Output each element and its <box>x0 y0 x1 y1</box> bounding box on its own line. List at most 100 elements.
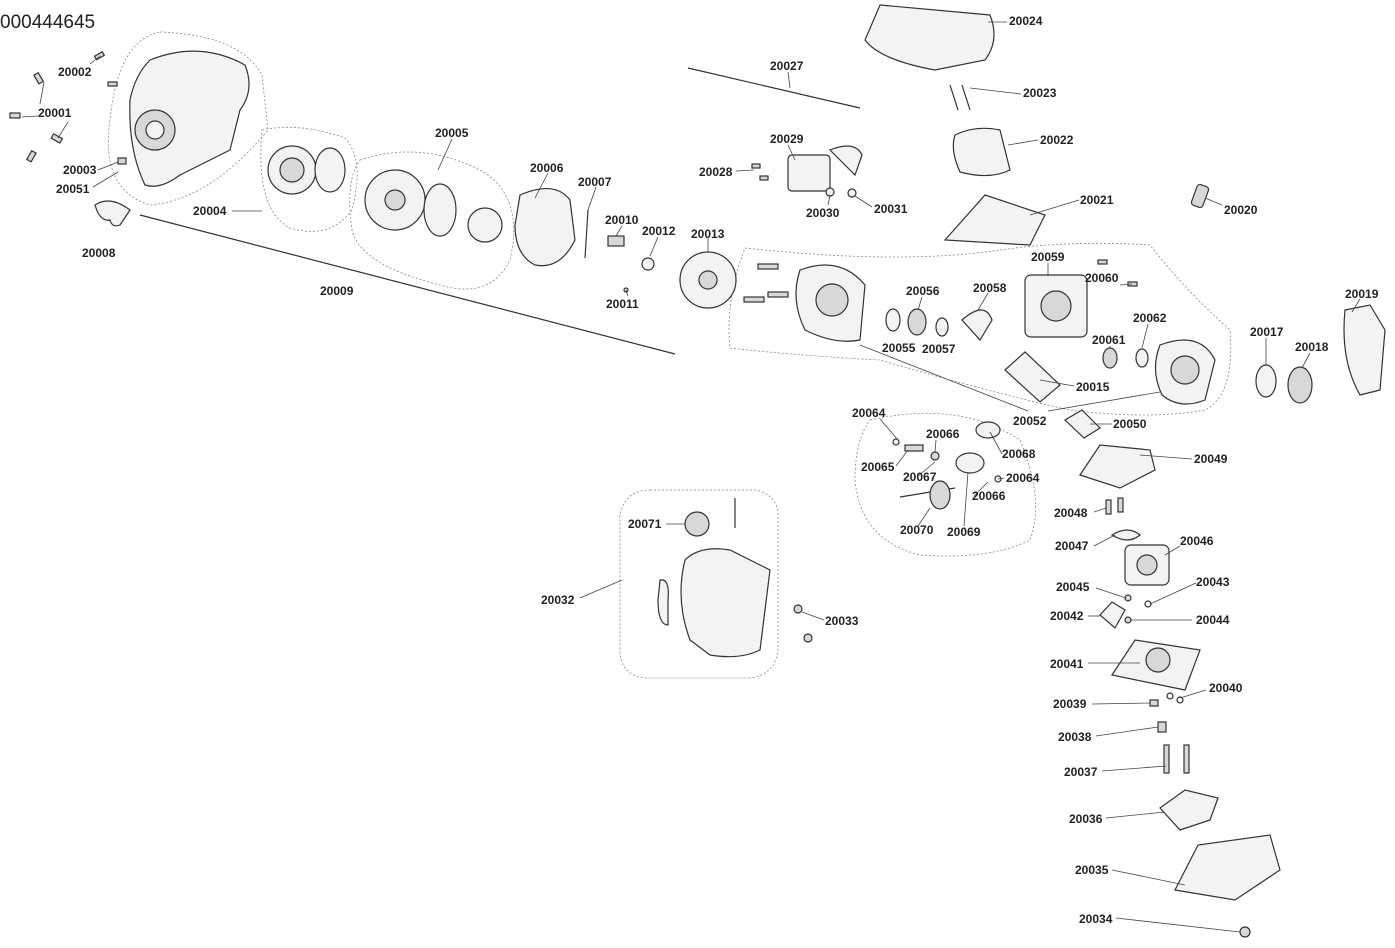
fan-cover-20006-shape <box>514 188 576 267</box>
label-20024: 20024 <box>1009 14 1043 28</box>
bearing-20061-shape <box>1102 347 1118 369</box>
carburetor-20046-shape <box>1124 544 1170 586</box>
label-20044: 20044 <box>1196 613 1230 627</box>
part-labels: 20001 20002 20003 20004 20005 20006 2000… <box>38 14 1379 926</box>
label-20027: 20027 <box>770 59 804 73</box>
label-20008: 20008 <box>82 246 116 260</box>
label-20070: 20070 <box>900 523 934 537</box>
cylinder-20059-shape <box>1024 274 1088 338</box>
label-20066-bottom: 20066 <box>972 489 1006 503</box>
label-20001: 20001 <box>38 106 72 120</box>
label-20019: 20019 <box>1345 287 1379 301</box>
gasket-20050-shape <box>1064 409 1101 439</box>
label-20037: 20037 <box>1064 765 1098 779</box>
label-20003: 20003 <box>63 163 97 177</box>
pulley-20005-shape <box>364 169 503 243</box>
screws-20039-20040-shape <box>1149 692 1184 707</box>
label-20047: 20047 <box>1055 539 1089 553</box>
label-20041: 20041 <box>1050 657 1084 671</box>
air-filter-base-20041-shape <box>1111 639 1201 691</box>
label-20059: 20059 <box>1031 250 1065 264</box>
pin-clips-20064-20068-shape <box>892 438 1002 483</box>
group-outline-starter-housing <box>107 31 269 206</box>
part-20038-shape <box>1157 721 1167 733</box>
filter-20036-shape <box>1159 789 1219 831</box>
pins-20023-shape <box>949 84 971 111</box>
group-outline-crankshaft <box>854 412 1037 557</box>
diagram-number: 000444645 <box>0 12 95 33</box>
screws-20037-shape <box>1163 744 1190 774</box>
label-20015: 20015 <box>1076 380 1110 394</box>
bracket-20019-shape <box>1343 304 1386 396</box>
label-20012: 20012 <box>642 224 676 238</box>
seal-20062-shape <box>1135 348 1149 368</box>
fuel-cap-20071-shape <box>684 498 736 537</box>
small-screws-ignition-shape <box>751 163 857 198</box>
label-20056: 20056 <box>906 284 940 298</box>
label-20002: 20002 <box>58 65 92 79</box>
label-20048: 20048 <box>1054 506 1088 520</box>
label-20007: 20007 <box>578 175 612 189</box>
label-20033: 20033 <box>825 614 859 628</box>
label-20065: 20065 <box>861 460 895 474</box>
filter-cover-20035-shape <box>1174 834 1281 901</box>
label-20066-top: 20066 <box>926 427 960 441</box>
leader-lines <box>21 21 1361 933</box>
label-20061: 20061 <box>1092 333 1126 347</box>
starter-handle-20008-shape <box>94 200 131 227</box>
label-20055: 20055 <box>882 341 916 355</box>
flywheel-20013-shape <box>679 251 737 309</box>
label-20020: 20020 <box>1224 203 1258 217</box>
label-20010: 20010 <box>605 213 639 227</box>
label-20051: 20051 <box>56 182 90 196</box>
gasket-20047-shape <box>1110 529 1141 541</box>
label-20043: 20043 <box>1196 575 1230 589</box>
label-20050: 20050 <box>1113 417 1147 431</box>
part-20042-shape <box>1099 601 1126 629</box>
label-20028: 20028 <box>699 165 733 179</box>
group-outline-20005 <box>349 151 515 290</box>
starter-housing-shape <box>129 50 250 187</box>
throttle-cable-20027-shape <box>687 67 861 109</box>
label-20023: 20023 <box>1023 86 1057 100</box>
crankcase-other-half-shape <box>1154 339 1216 405</box>
fuel-tank-20032-shape <box>657 548 771 658</box>
label-20029: 20029 <box>770 132 804 146</box>
label-20046: 20046 <box>1180 534 1214 548</box>
heat-shield-20021-shape <box>943 194 1046 246</box>
label-20032: 20032 <box>541 593 575 607</box>
label-20057: 20057 <box>922 342 956 356</box>
label-20011: 20011 <box>606 297 639 311</box>
seals-bearings-20055-20058-shape <box>885 308 993 342</box>
screws-20048-shape <box>1105 497 1124 515</box>
group-outline-20004 <box>260 126 358 232</box>
small-parts-20043-20045-shape <box>1124 594 1152 624</box>
label-20064-top: 20064 <box>852 406 886 420</box>
label-20064-right: 20064 <box>1006 471 1040 485</box>
label-20009: 20009 <box>320 284 354 298</box>
label-20071: 20071 <box>628 517 662 531</box>
label-20049: 20049 <box>1194 452 1228 466</box>
intake-20049-shape <box>1079 444 1156 489</box>
label-20042: 20042 <box>1050 609 1084 623</box>
gasket-20015-shape <box>1004 351 1061 403</box>
label-20069: 20069 <box>947 525 981 539</box>
part-20003-shape <box>117 157 127 165</box>
label-20034: 20034 <box>1079 912 1113 926</box>
label-20067: 20067 <box>903 470 937 484</box>
label-20035: 20035 <box>1075 863 1109 877</box>
spring-cassette-20004-shape <box>267 145 346 195</box>
label-20058: 20058 <box>973 281 1007 295</box>
label-20005: 20005 <box>435 126 469 140</box>
label-20060: 20060 <box>1085 271 1119 285</box>
screws-20001-shape <box>9 71 64 163</box>
label-20062: 20062 <box>1133 311 1167 325</box>
group-outline-fuel-tank <box>619 489 779 679</box>
crankshaft-20070-shape <box>899 480 956 510</box>
muffler-20022-shape <box>952 127 1011 177</box>
piston-20069-shape <box>955 421 1001 474</box>
label-20031: 20031 <box>874 202 908 216</box>
label-20017: 20017 <box>1250 325 1284 339</box>
spark-plug-20020-shape <box>1190 183 1210 209</box>
clutch-20018-shape <box>1287 366 1313 404</box>
